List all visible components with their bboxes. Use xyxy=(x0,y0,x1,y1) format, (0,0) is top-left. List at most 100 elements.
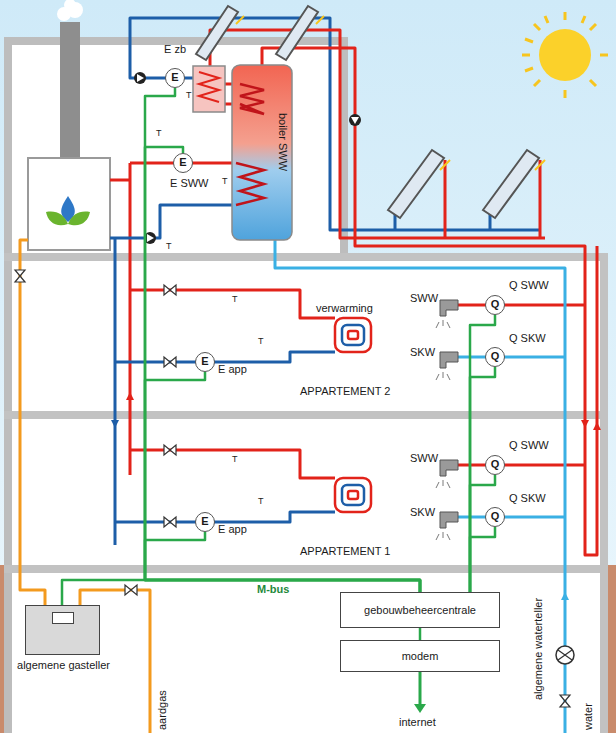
mbus-wire xyxy=(470,475,495,592)
sun-part xyxy=(539,29,591,81)
sensor-tag: T xyxy=(232,454,238,465)
solar-collectors-part xyxy=(388,150,444,218)
meter-symbol: Q xyxy=(486,456,504,474)
valves xyxy=(15,270,570,707)
modem-box: modem xyxy=(340,640,500,672)
heat-exchanger-zb-part xyxy=(193,66,225,112)
floor-heating-coils-part xyxy=(335,318,371,352)
bus-label: M-bus xyxy=(255,583,291,596)
pumps xyxy=(134,72,361,244)
meter-symbol: Q xyxy=(486,296,504,314)
meter-label: E app xyxy=(218,363,247,376)
box-text: modem xyxy=(402,650,439,663)
flow-meter: Q SWWQ xyxy=(485,455,505,475)
mbus-wire xyxy=(145,88,420,592)
heat-exchanger-zb-part xyxy=(199,72,219,102)
pipes-part xyxy=(275,240,565,733)
text-label: SWW xyxy=(410,452,438,465)
text-label: internet xyxy=(399,716,436,729)
flow-meter: Q SKWQ xyxy=(485,507,505,527)
text-label: APPARTEMENT 2 xyxy=(300,385,390,398)
energy-meter: E appE xyxy=(195,352,215,372)
valves-part xyxy=(15,270,570,707)
chimney xyxy=(57,0,83,158)
building-part xyxy=(12,257,600,733)
mbus-wire xyxy=(419,628,422,640)
heat-exchanger-zb xyxy=(193,66,225,112)
floor-heating-coils xyxy=(335,318,371,512)
meter-label: Q SKW xyxy=(509,332,546,345)
text-label: SKW xyxy=(410,506,435,519)
arrowheads-part xyxy=(581,420,589,428)
water-meter-part xyxy=(556,646,574,664)
pipes xyxy=(20,18,597,733)
arrowheads-part xyxy=(111,420,119,428)
taps-part xyxy=(436,320,450,540)
boiler-tank xyxy=(232,65,292,240)
meter-symbol: E xyxy=(166,69,184,87)
meter-symbol: Q xyxy=(486,348,504,366)
taps xyxy=(436,300,458,540)
pumps-part xyxy=(147,234,154,242)
energy-meter: E SWWE xyxy=(173,153,193,173)
building-part xyxy=(4,253,608,733)
sensor-tag: T xyxy=(166,241,172,252)
arrowheads xyxy=(111,392,601,713)
tank-label: boiler SWW xyxy=(276,113,289,171)
meter-symbol: E xyxy=(196,353,214,371)
valves-part xyxy=(164,285,176,367)
mbus-wire xyxy=(470,527,495,592)
pipes-part xyxy=(395,212,490,230)
meter-caption: algemene gasteller xyxy=(16,659,111,672)
meter-label: Q SWW xyxy=(509,439,549,452)
text-label: verwarming xyxy=(316,302,373,315)
boiler-tank: boiler SWW xyxy=(232,65,292,240)
meter-label: E SWW xyxy=(170,177,209,190)
energy-meter: E appE xyxy=(195,512,215,532)
text-label: APPARTEMENT 1 xyxy=(300,545,390,558)
flow-meter: Q SWWQ xyxy=(485,295,505,315)
sun-part xyxy=(522,12,608,98)
meter-label: Q SWW xyxy=(509,279,549,292)
taps-part xyxy=(440,300,458,528)
floor-heating-coils-part xyxy=(348,331,358,339)
arrowheads-part xyxy=(414,704,426,713)
meter-label: Q SKW xyxy=(509,492,546,505)
pipes-part xyxy=(110,163,232,475)
boiler-tank-part xyxy=(232,65,292,240)
gas-heater xyxy=(28,158,110,250)
gas-meter: algemene gasteller xyxy=(25,605,100,655)
sensor-tag: T xyxy=(186,90,192,101)
sensor-tag: T xyxy=(232,294,238,305)
arrowheads-part xyxy=(126,392,134,400)
boiler-tank-part xyxy=(236,163,264,205)
meter-label: E zb xyxy=(164,43,186,56)
sensor-tag: T xyxy=(156,128,162,139)
solar-collectors-part xyxy=(276,6,318,60)
chimney-part xyxy=(60,22,80,158)
floor-heating-coils-part xyxy=(348,491,358,499)
arrowheads-part xyxy=(593,422,601,430)
meter-symbol: E xyxy=(174,154,192,172)
water-meter-part xyxy=(558,650,572,660)
water-meter xyxy=(556,646,574,664)
arrowheads-part xyxy=(561,592,569,600)
gas-heater-part xyxy=(46,212,68,226)
floor-heating-coils-part xyxy=(342,325,364,345)
floor-heating-coils-part xyxy=(342,485,364,505)
pumps-part xyxy=(349,114,361,126)
floor-heating-coils-part xyxy=(335,478,371,512)
pipes-part xyxy=(115,352,335,522)
meter-symbol: E xyxy=(196,513,214,531)
valves-part xyxy=(164,445,176,527)
sensor-tag: T xyxy=(258,336,264,347)
text-label: water xyxy=(582,703,595,730)
gas-heater-part xyxy=(28,158,110,250)
flow-meter: Q SKWQ xyxy=(485,347,505,367)
chimney-part xyxy=(64,0,76,11)
pumps-part xyxy=(134,72,146,84)
mbus-wire xyxy=(145,372,420,592)
sensor-tag: T xyxy=(222,176,228,187)
counter-window xyxy=(52,612,74,624)
